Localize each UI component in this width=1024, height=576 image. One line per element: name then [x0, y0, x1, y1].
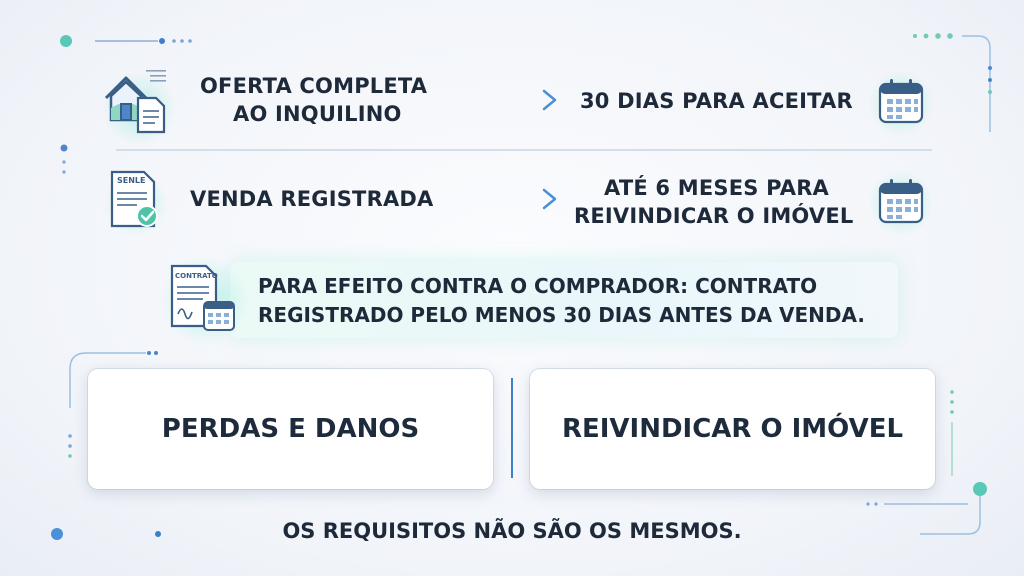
footer-text: OS REQUISITOS NÃO SÃO OS MESMOS. [282, 519, 742, 543]
house-document-icon [104, 70, 166, 134]
row2-right-line2: REIVINDICAR O IMÓVEL [574, 204, 854, 228]
row2-right-line1: ATÉ 6 MESES PARA [604, 176, 830, 200]
row1-left-line2: AO INQUILINO [233, 102, 402, 126]
row2-left-text: VENDA REGISTRADA [190, 187, 434, 211]
row1-left-line1: OFERTA COMPLETA [200, 74, 428, 98]
note-line2: REGISTRADO PELO MENOS 30 DIAS ANTES DA V… [258, 303, 865, 327]
arrow-right-icon [464, 89, 557, 111]
box-reivindicar-o-imovel: REIVINDICAR O IMÓVEL [530, 369, 935, 489]
arrow-right-icon [464, 188, 557, 210]
box-left-label: PERDAS E DANOS [161, 414, 420, 444]
certificate-label: SENLE [117, 176, 146, 185]
box-perdas-e-danos: PERDAS E DANOS [88, 369, 493, 489]
certificate-check-icon [110, 170, 158, 228]
note-panel [230, 262, 898, 338]
contract-label: CONTRATO [175, 272, 218, 280]
row1-right-text: 30 DIAS PARA ACEITAR [580, 89, 853, 113]
note-text: PARA EFEITO CONTRA O COMPRADOR: CONTRATO… [258, 272, 898, 330]
box-right-label: REIVINDICAR O IMÓVEL [561, 414, 904, 444]
note-line1: PARA EFEITO CONTRA O COMPRADOR: CONTRATO [258, 274, 818, 298]
contract-calendar-icon [170, 264, 235, 331]
calendar-icon [878, 179, 924, 224]
calendar-icon [878, 79, 924, 124]
